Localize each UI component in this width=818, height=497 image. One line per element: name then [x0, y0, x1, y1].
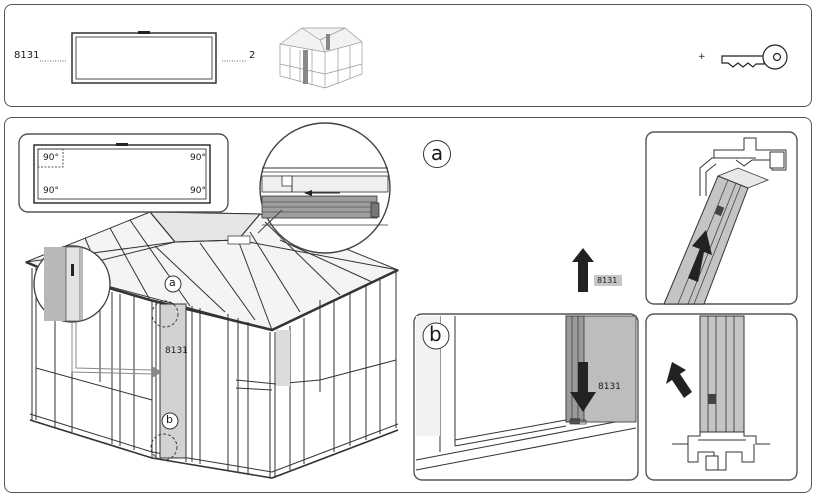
- panel-code-gazebo: 8131: [165, 346, 188, 356]
- parts-strip: [4, 4, 812, 107]
- callout-a-small: a: [169, 276, 176, 289]
- callout-a-large: a: [423, 140, 451, 168]
- panel-code-detail-b: 8131: [598, 382, 621, 392]
- callout-b-small: b: [166, 413, 173, 426]
- angle-label-bottom-right: 90°: [190, 186, 206, 196]
- callout-a-large-letter: a: [430, 141, 444, 165]
- angle-label-top-right: 90°: [190, 153, 206, 163]
- key-icon: [720, 42, 790, 72]
- part-code-label: 8131: [14, 50, 40, 61]
- panel-code-arrow: 8131: [597, 276, 618, 285]
- callout-b-large: b: [429, 322, 442, 346]
- angle-label-bottom-left: 90°: [43, 186, 59, 196]
- angle-label-top-left: 90°: [43, 153, 59, 163]
- instruction-panel: [4, 117, 812, 493]
- quantity-label: 2: [249, 50, 256, 61]
- plus-sign: +: [698, 52, 706, 62]
